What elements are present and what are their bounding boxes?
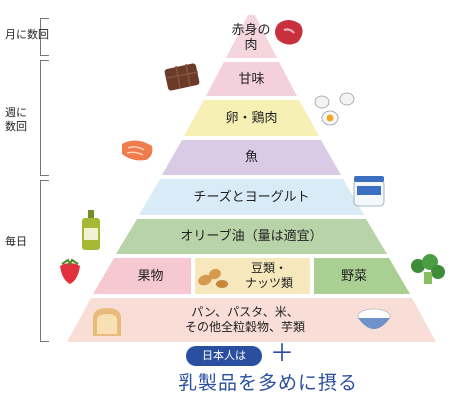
japanese-note-badge: 日本人は [186,346,262,366]
tier-fruit: 果物 [137,268,164,284]
frequency-label-weekly: 週に 数回 [5,106,27,133]
tier-fish: 魚 [244,150,258,165]
tier-grains-shape [67,298,436,342]
tier-sweets: 甘味 [238,71,265,87]
chocolate-icon [164,63,200,91]
tier-grains: パン、パスタ、米、 その他全粒穀物、芋類 [184,305,305,334]
eggs-icon [314,92,355,126]
strawberry-icon [60,258,80,284]
tier-egg-chicken: 卵・鶏肉 [225,110,278,126]
olive-oil-bottle-icon [82,210,100,250]
tier-red-meat-shape [226,15,277,58]
tier-cheese-yogurt-shape [139,179,364,215]
tier-cheese-yogurt: チーズとヨーグルト [193,189,310,205]
frequency-label-monthly: 月に数回 [5,28,49,41]
broccoli-icon [411,254,445,284]
plus-sign: ＋ [270,339,294,367]
frequency-label-daily: 毎日 [5,235,27,248]
peanut-icon [198,268,228,288]
yogurt-icon [353,176,385,207]
dairy-note-text: 乳製品を多めに摂る [178,372,359,394]
tier-olive-oil-shape [116,219,387,254]
tier-red-meat: 赤身の 肉 [231,23,271,53]
steak-icon [275,20,303,45]
salmon-icon [122,140,153,161]
rice-bowl-icon [357,308,391,329]
tier-vegetables: 野菜 [340,268,367,284]
bracket-daily [40,180,49,342]
tier-beans-nuts: 豆類・ ナッツ類 [244,261,293,290]
tier-fruit-shape [93,258,191,294]
tier-sweets-shape [206,62,297,96]
tier-vegetables-shape [314,258,410,294]
bracket-weekly [40,60,49,176]
tier-fish-shape [162,140,341,175]
bread-icon [93,308,121,336]
bracket-monthly [40,18,49,56]
tier-egg-chicken-shape [184,100,319,136]
tier-olive-oil: オリーブ油（量は適宜） [180,229,323,244]
